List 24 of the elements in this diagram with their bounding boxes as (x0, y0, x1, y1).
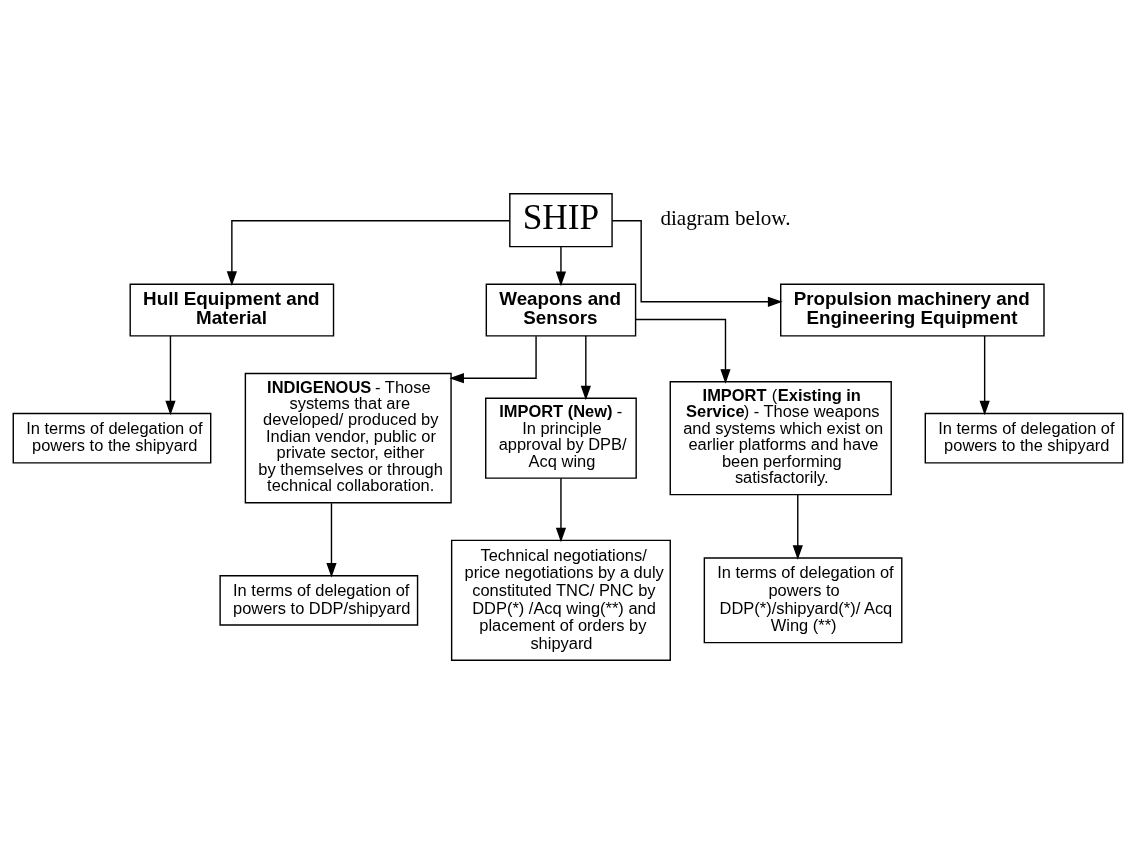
node-box: Technical negotiations/ price negotiations by a duly constituted TNC/ PNC by DDP(*) /Acq wing(**) and placement of orders by shipyard (450, 539, 671, 661)
arrow (611, 220, 783, 307)
arrow (226, 220, 511, 286)
node-box: Weapons and Sensors (485, 283, 637, 337)
arrow (580, 335, 591, 401)
node-box: Hull Equipment and Material (129, 283, 335, 337)
node-box: In terms of delegation of powers to the shipyard (924, 412, 1124, 464)
arrow (326, 502, 337, 578)
node-box: In terms of delegation of powers to the shipyard (12, 412, 212, 464)
label: diagram below. (660, 206, 791, 231)
arrow (792, 494, 803, 560)
node-box: SHIP (509, 193, 613, 248)
arrow (979, 335, 990, 416)
arrow (165, 335, 176, 416)
arrow (635, 318, 731, 384)
node-box: Propulsion machinery and Engineering Equipment (780, 283, 1045, 337)
arrow (555, 477, 567, 543)
node-box: IMPORT (New) - In principle approval by DPB/ Acq wing (485, 397, 637, 479)
node-box: In terms of delegation of powers to DDP/shipyard (219, 574, 419, 626)
node-box: In terms of delegation of powers to DDP(*)/shipyard(*)/ Acq Wing (**) (703, 557, 903, 644)
node-box: INDIGENOUS - Those systems that are developed/ produced by Indian vendor, public or private sector, either by themselves or through technical collaboration. (244, 372, 452, 504)
node-box: IMPORT (Existing in Service) - Those weapons and systems which exist on earlier platforms and have been performing satisfactorily. (669, 381, 892, 496)
arrow (555, 245, 567, 287)
arrow (449, 335, 537, 384)
